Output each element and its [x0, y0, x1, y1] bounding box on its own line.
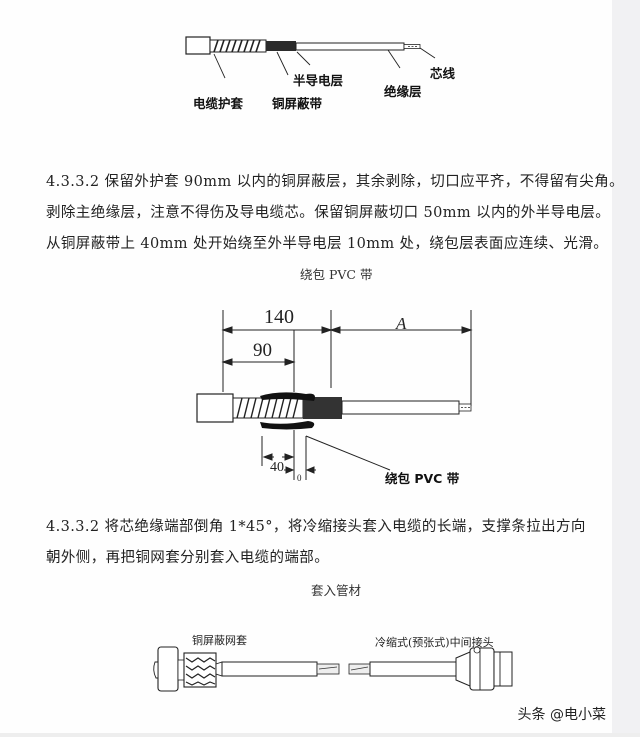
watermark: 头条 @电小菜	[517, 707, 606, 723]
figure-caption-insert-tube: 套入管材	[311, 583, 362, 598]
dimension-10: 0	[297, 473, 302, 483]
label-cold-shrink-joint: 冷缩式(预张式)中间接头	[375, 636, 494, 649]
paragraph-line: 4.3.3.2 保留外护套 90mm 以内的铜屏蔽层，其余剥除，切口应平齐，不得…	[46, 174, 625, 190]
label-insulation: 绝缘层	[384, 84, 422, 99]
cold-shrink-joint-diagram	[150, 640, 530, 700]
dimension-90: 90	[253, 340, 272, 361]
scrollbar-track[interactable]	[612, 0, 640, 737]
paragraph-line: 剥除主绝缘层，注意不得伤及导电缆芯。保留铜屏蔽切口 50mm 以内的外半导电层。	[46, 205, 611, 221]
paragraph-step-1: 4.3.3.2 保留外护套 90mm 以内的铜屏蔽层，其余剥除，切口应平齐，不得…	[46, 167, 624, 260]
cable-structure-diagram	[180, 30, 440, 80]
label-pvc-tape: 绕包 PVC 带	[385, 471, 460, 486]
pvc-wrapping-diagram	[190, 300, 480, 480]
dimension-A: A	[396, 314, 407, 333]
label-cable-jacket: 电缆护套	[193, 96, 244, 111]
paragraph-step-2: 4.3.3.2 将芯绝缘端部倒角 1*45°，将冷缩接头套入电缆的长端，支撑条拉…	[46, 512, 586, 574]
bottom-divider	[0, 733, 640, 737]
label-core: 芯线	[430, 66, 456, 81]
label-semiconductor: 半导电层	[293, 73, 344, 88]
label-copper-shield: 铜屏蔽带	[272, 96, 323, 111]
paragraph-line: 从铜屏蔽带上 40mm 处开始绕至外半导电层 10mm 处，绕包层表面应连续、光…	[46, 236, 609, 252]
dimension-40: 40	[270, 460, 284, 475]
paragraph-line: 4.3.3.2 将芯绝缘端部倒角 1*45°，将冷缩接头套入电缆的长端，支撑条拉…	[46, 519, 586, 535]
label-copper-mesh-sleeve: 铜屏蔽网套	[192, 634, 247, 647]
dimension-140: 140	[264, 306, 294, 328]
paragraph-line: 朝外侧，再把铜网套分别套入电缆的端部。	[46, 550, 330, 566]
document-page	[0, 0, 612, 733]
figure-caption-pvc: 绕包 PVC 带	[300, 267, 373, 282]
